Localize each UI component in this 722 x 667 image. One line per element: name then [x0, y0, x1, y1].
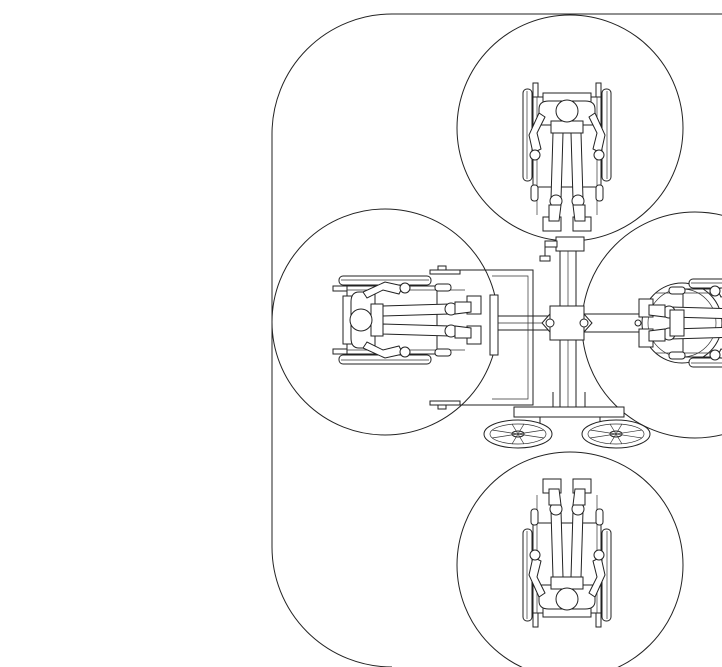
wheelchair-left: [332, 275, 482, 365]
work-table: [429, 265, 534, 410]
room-boundary: [271, 13, 722, 667]
rotary-base-right: [581, 419, 651, 449]
central-apparatus: [497, 236, 681, 428]
wheelchair-top: [522, 82, 612, 232]
rotary-base-left: [483, 419, 553, 449]
turning-circle-left: [271, 208, 499, 436]
wheelchair-bottom: [522, 478, 612, 628]
turning-circle-bottom: [456, 451, 684, 667]
wheelchair-right-group: [638, 278, 722, 368]
